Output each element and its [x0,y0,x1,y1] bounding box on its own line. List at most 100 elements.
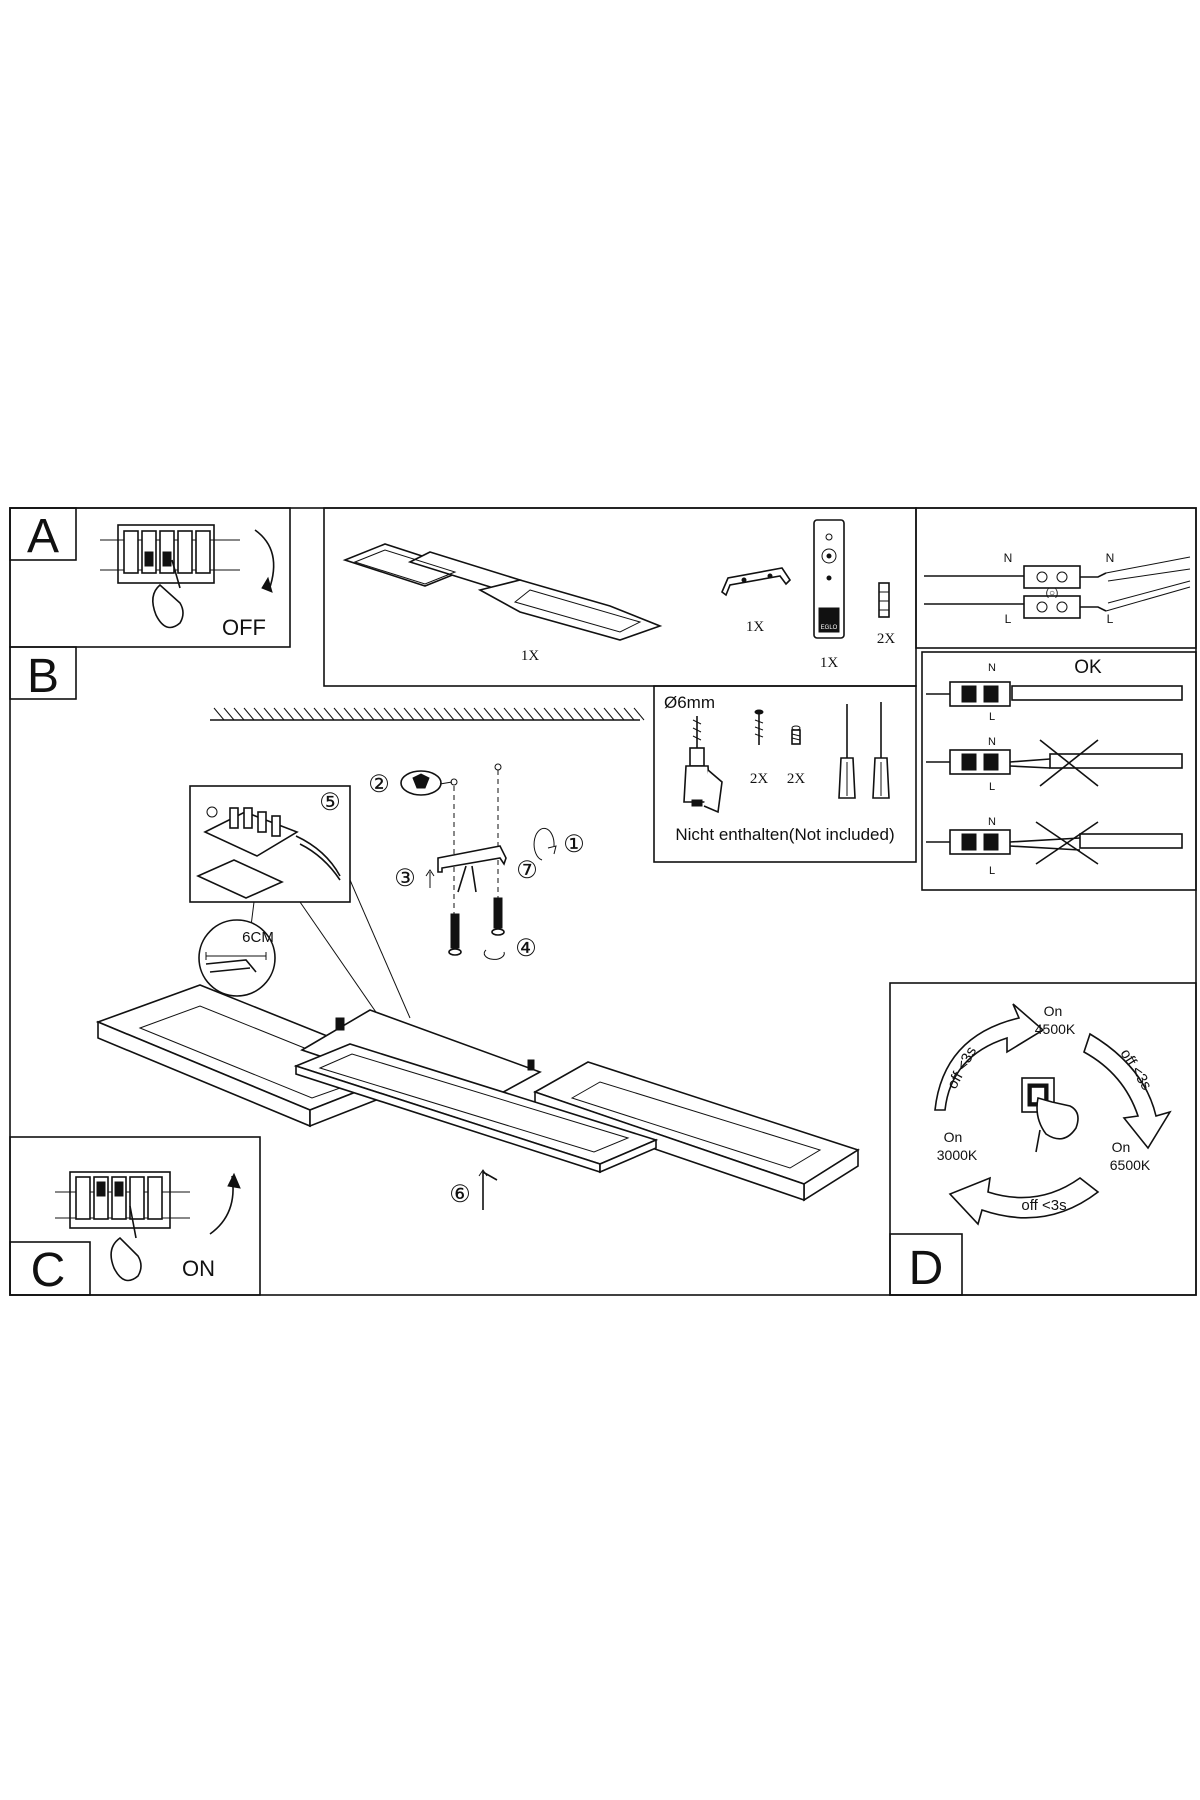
panel-d: D off <3s off <3s off <3s On 3000K On 45… [889,982,1197,1296]
ceiling-hatch-mark [273,707,285,721]
ceiling-hatch-mark [283,707,295,721]
ceiling-hatch-mark [383,707,395,721]
step-7: ⑦ [516,857,538,884]
terminal-n-right: N [1106,551,1115,565]
screw-left [448,913,462,956]
wiring-terminal-diagram: (○) N N L L [915,507,1197,649]
ceiling-hatch-mark [423,707,435,721]
mounting-assembly [400,763,557,960]
tools-not-included: Ø6mm 2X 2X N [653,685,917,863]
ceiling-hatch-mark [453,707,465,721]
screwdriver-flat-icon [838,704,856,799]
state-4500-temp: 4500K [1035,1021,1076,1037]
anchor-callout [400,770,453,796]
state-3000-temp: 3000K [937,1147,978,1163]
step-6-arrow-icon [478,1169,498,1210]
wall-plug-icon [878,582,890,618]
ceiling-hatch-mark [593,707,605,721]
ceiling-hatch-mark [493,707,505,721]
ceiling-hatch-mark [483,707,495,721]
remote-brand: EGLO [821,625,838,631]
connector-detail [189,785,351,903]
wire-row3-l: L [989,865,995,877]
panel-a: A OFF [9,507,291,648]
ceiling-hatch-mark [553,707,565,721]
ceiling-line [210,707,645,721]
wall-switch-icon [1021,1077,1079,1153]
screw-icon [754,709,764,745]
step-6: ⑥ [449,1181,471,1208]
cycle-arrow-bottom [948,1176,1100,1226]
ceiling-hatch-mark [573,707,585,721]
panel-c-letter: C [31,1244,66,1297]
panel-d-letter-box [889,1233,963,1296]
ceiling-hatch-mark [563,707,575,721]
panel-c-on-label: ON [182,1256,215,1281]
panel-b-label: B [9,646,77,703]
breaker-on-icon [55,1171,241,1282]
ceiling-hatch-mark [293,707,305,721]
ceiling-hatch-mark [443,707,455,721]
terminal-n-left: N [1004,551,1013,565]
step-4: ④ [515,935,537,962]
ceiling-hatch-mark [353,707,365,721]
ceiling-hatch-mark [313,707,325,721]
state-3000-on: On [944,1129,963,1145]
ceiling-hatch-mark [413,707,425,721]
ceiling-hatch-mark [603,707,615,721]
state-6500-on: On [1112,1139,1131,1155]
mounting-bracket [437,845,507,873]
state-4500-on: On [1044,1003,1063,1019]
drill-size-label: Ø6mm [664,693,715,712]
drill-icon [683,716,723,814]
ceiling-hatch-mark [473,707,485,721]
mounting-bracket-icon [721,567,792,597]
remote-quantity: 1X [820,655,839,671]
not-included-note: Nicht enthalten(Not included) [675,825,894,844]
ceiling-hatch-mark [233,707,245,721]
ceiling-hatch-mark [243,707,255,721]
ceiling-hatch-mark [253,707,265,721]
step-2: ② [368,771,390,798]
ceiling-hatch-mark [343,707,355,721]
state-6500-temp: 6500K [1110,1157,1151,1173]
ceiling-hatch-mark [513,707,525,721]
ceiling-hatch-mark [523,707,535,721]
step-5: ⑤ [319,789,341,816]
wire-row2-l: L [989,781,995,793]
screw-right [491,897,505,936]
small-screw-icon [791,725,801,745]
panel-d-letter: D [909,1242,944,1295]
ceiling-hatch-mark [213,707,225,721]
plug-quantity: 2X [877,631,896,647]
panel-a-off-label: OFF [222,615,266,640]
wire-row-too-short: N L [926,816,1183,877]
ceiling-hatch-mark [403,707,415,721]
wire-strip-guide: OK N L N L N [921,651,1197,891]
ceiling-hatch-mark [373,707,385,721]
lamp-thumbnail-icon [342,543,663,641]
ceiling-hatch-mark [633,707,645,721]
wire-row1-l: L [989,711,995,723]
switch-hint-bottom: off <3s [1021,1197,1066,1214]
screw-quantity: 2X [750,771,769,787]
wire-ok-label: OK [1074,657,1102,678]
ceiling-hatch-mark [543,707,555,721]
ceiling-hatch-mark [623,707,635,721]
remote-control-icon: EGLO [813,519,845,639]
lamp-main-drawing [95,984,860,1202]
cycle-arrow-left [934,1003,1045,1111]
strip-length-magnifier: 6CM [198,919,276,997]
wire-row-correct: N L [926,662,1183,723]
cycle-arrow-right [1083,1032,1172,1150]
wire-row1-n: N [988,662,996,674]
terminal-l-right: L [1107,612,1114,626]
ceiling-hatch-mark [393,707,405,721]
ceiling-hatch-mark [363,707,375,721]
ceiling-hatch-mark [333,707,345,721]
panel-c: C ON [9,1136,261,1297]
bracket-quantity: 1X [746,619,765,635]
terminal-center-mark: (○) [1046,588,1059,599]
wire-row3-n: N [988,816,996,828]
ceiling-hatch-mark [583,707,595,721]
